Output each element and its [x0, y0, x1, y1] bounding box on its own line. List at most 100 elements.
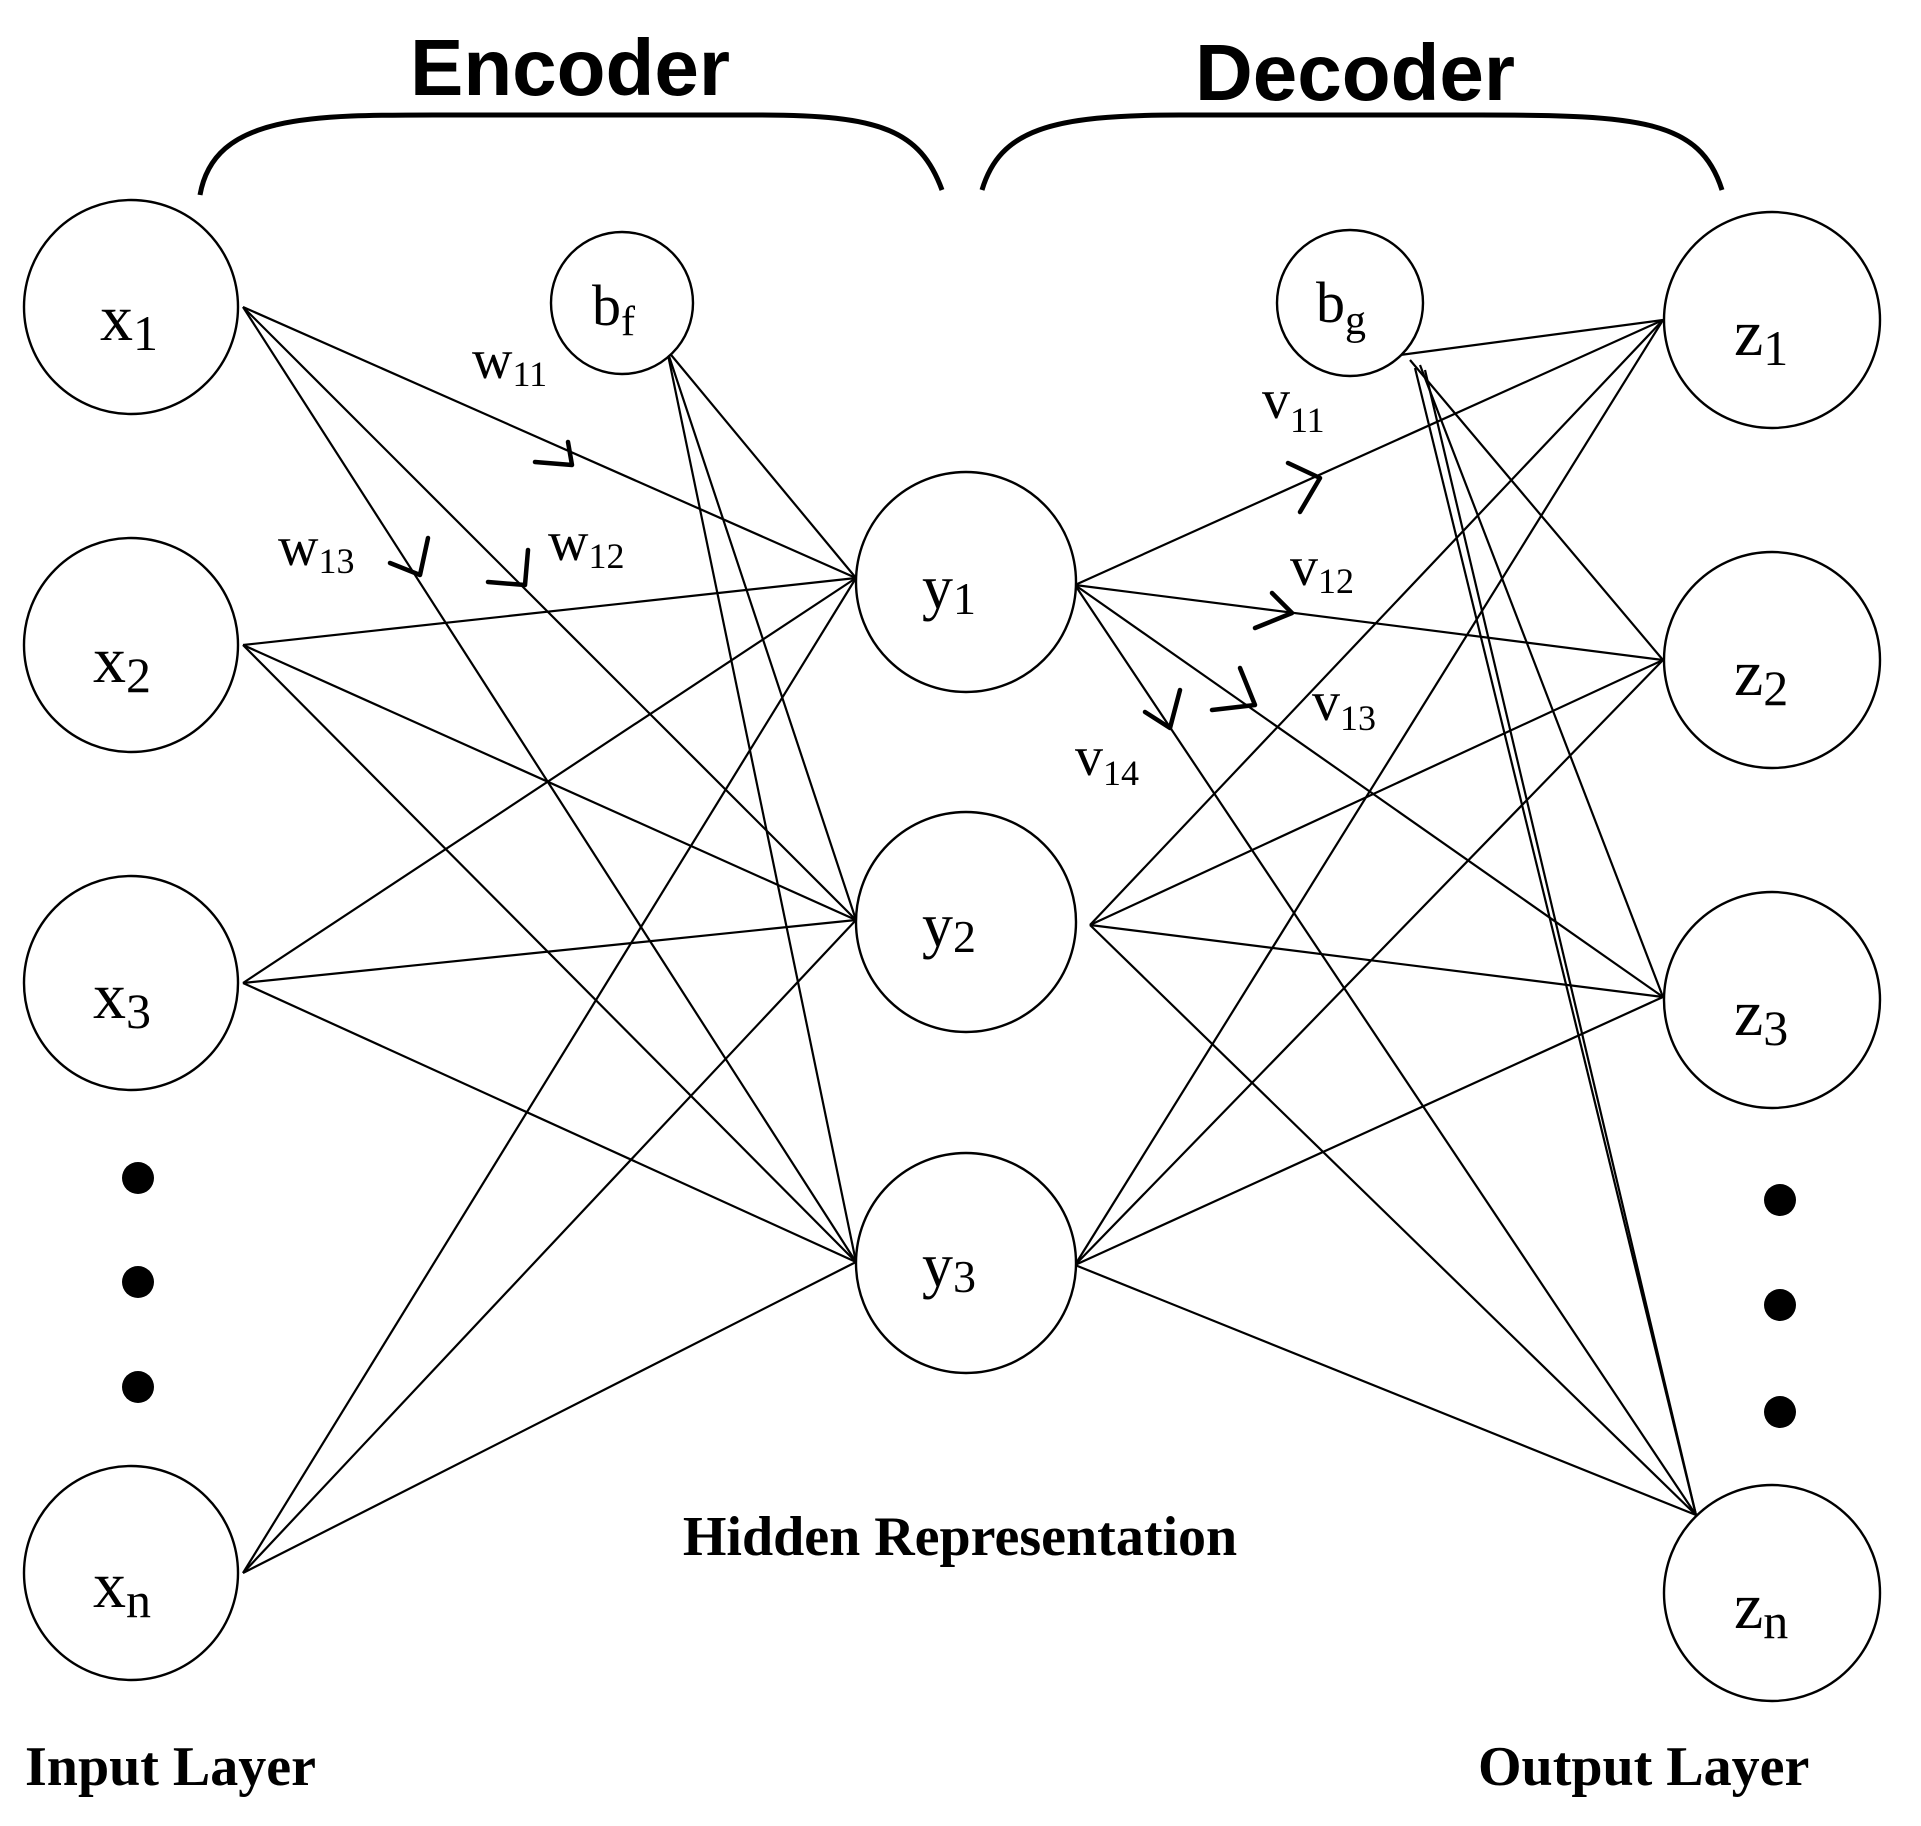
node-subscript: n	[1763, 1593, 1788, 1649]
node-subscript: f	[621, 299, 635, 345]
edge-y2-zn	[1089, 924, 1697, 1516]
node-bg: bg	[1275, 228, 1425, 378]
arrow-v13	[1209, 665, 1258, 713]
svg-text:z2: z2	[1734, 637, 1788, 716]
ellipsis-dot	[122, 1162, 154, 1194]
edge-y2-z2	[1089, 659, 1664, 926]
input-layer-label: Input Layer	[25, 1736, 316, 1798]
edge-bg-z1	[1399, 318, 1664, 357]
edge-bf-y3	[665, 349, 858, 1263]
edge-bg-z2	[1409, 359, 1664, 661]
node-label: b	[592, 273, 621, 338]
svg-text:x2: x2	[93, 624, 151, 703]
edge-bg-z3	[1418, 364, 1665, 998]
weight-label-v14: v14	[1075, 726, 1139, 793]
node-label: y	[922, 892, 953, 960]
ellipsis-dot	[122, 1266, 154, 1298]
node-z1: z1	[1662, 210, 1882, 430]
ellipsis-dot	[122, 1371, 154, 1403]
encoder-title: Encoder	[410, 23, 730, 112]
edge-x3-y1	[242, 577, 857, 984]
edge-x1-y1	[242, 305, 857, 580]
edge-y2-z3	[1089, 923, 1664, 999]
svg-text:z1: z1	[1734, 297, 1788, 376]
edge-y3-z3	[1074, 995, 1664, 1267]
node-label: z	[1734, 1570, 1763, 1643]
edge-x1-y2	[242, 306, 857, 921]
node-label: b	[1316, 270, 1345, 335]
node-bf: bf	[549, 230, 695, 376]
arrow-w13	[387, 535, 431, 578]
encoder-brace	[197, 112, 945, 196]
svg-text:x1: x1	[100, 282, 158, 361]
node-label: y	[922, 1232, 953, 1300]
node-subscript: 1	[133, 305, 158, 361]
edge-x2-y1	[242, 576, 857, 647]
node-subscript: 2	[1763, 660, 1788, 716]
node-subscript: 3	[953, 1251, 976, 1302]
node-label: y	[922, 554, 953, 622]
ellipsis-dot	[1764, 1184, 1796, 1216]
ellipsis-dot	[1764, 1289, 1796, 1321]
edge-y1-z1	[1074, 318, 1664, 587]
node-x3: x3	[22, 874, 240, 1092]
edge-xn-y2	[242, 919, 857, 1574]
edge-y1-z2	[1074, 583, 1664, 662]
edge-y3-zn	[1074, 1263, 1697, 1517]
node-x1: x1	[22, 198, 240, 416]
node-xn: xn	[22, 1464, 240, 1682]
node-subscript: 1	[953, 573, 976, 624]
arrow-v11	[1285, 460, 1323, 515]
node-y1: y1	[854, 470, 1078, 694]
node-label: x	[93, 1549, 126, 1622]
weight-label-w12: w12	[548, 511, 624, 576]
edge-bg-zn-2	[1413, 367, 1698, 1516]
arrow-v14	[1142, 687, 1183, 731]
direction-arrows	[387, 439, 1323, 731]
encoder-edges	[242, 305, 858, 1574]
input-ellipsis	[122, 1162, 154, 1403]
node-label: x	[100, 282, 133, 355]
edge-xn-y3	[242, 1261, 857, 1574]
node-subscript: 3	[1763, 1000, 1788, 1056]
weight-label-v13: v13	[1312, 671, 1376, 738]
node-y2: y2	[854, 810, 1078, 1034]
svg-text:bg: bg	[1316, 270, 1366, 344]
arrow-v12	[1252, 590, 1295, 631]
svg-text:zn: zn	[1734, 1570, 1788, 1649]
decoder-brace	[979, 112, 1725, 191]
weight-label-w11: w11	[472, 329, 547, 394]
edge-xn-y1	[242, 577, 857, 1574]
node-label: z	[1734, 977, 1763, 1050]
weight-label-v12: v12	[1290, 536, 1354, 601]
hidden-representation-label: Hidden Representation	[683, 1506, 1237, 1568]
edge-bf-y1	[666, 349, 857, 579]
edge-bg-zn	[1423, 369, 1698, 1516]
node-subscript: 3	[126, 983, 151, 1039]
weight-label-v11: v11	[1262, 369, 1325, 440]
arrow-w12	[485, 547, 531, 588]
node-zn: zn	[1662, 1483, 1882, 1703]
edge-x3-y3	[242, 981, 857, 1264]
svg-text:y3: y3	[922, 1232, 976, 1302]
edge-bf-y2	[665, 349, 858, 921]
node-subscript: 2	[126, 647, 151, 703]
edge-x2-y2	[242, 643, 857, 922]
node-z2: z2	[1662, 550, 1882, 770]
node-x2: x2	[22, 536, 240, 754]
decoder-title: Decoder	[1195, 28, 1515, 117]
node-label: x	[93, 624, 126, 697]
node-label: z	[1734, 297, 1763, 370]
svg-text:bf: bf	[592, 273, 635, 345]
node-label: x	[93, 960, 126, 1033]
edge-y1-zn	[1074, 584, 1697, 1516]
node-subscript: 2	[953, 911, 976, 962]
node-z3: z3	[1662, 890, 1882, 1110]
ellipsis-dot	[1764, 1396, 1796, 1428]
node-label: z	[1734, 637, 1763, 710]
decoder-edges	[1074, 318, 1698, 1517]
svg-text:z3: z3	[1734, 977, 1788, 1056]
node-y3: y3	[854, 1151, 1078, 1375]
edge-y3-z1	[1074, 319, 1664, 1266]
